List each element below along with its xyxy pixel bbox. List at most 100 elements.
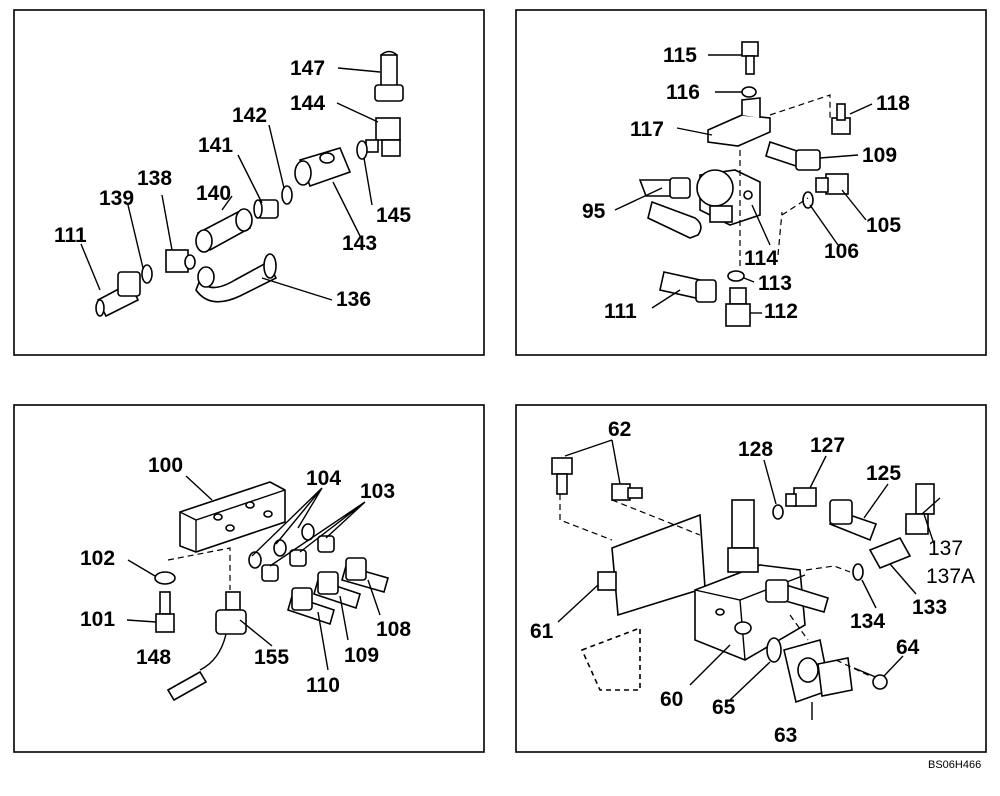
part-105-elbow <box>815 173 849 195</box>
panel-frame-bottom-left <box>13 404 485 753</box>
label-110: 110 <box>306 674 340 697</box>
part-115-bolt <box>741 41 759 75</box>
part-134-oring <box>852 563 864 581</box>
label-104: 104 <box>306 467 341 490</box>
label-109-b: 109 <box>344 644 379 667</box>
part-136-hose-elbow <box>195 253 278 303</box>
label-155: 155 <box>254 646 289 669</box>
label-147: 147 <box>290 57 325 80</box>
label-141: 141 <box>198 134 233 157</box>
part-109-hose-fitting-c <box>313 571 361 610</box>
label-137: 137 <box>928 537 963 560</box>
part-113-oring <box>727 270 745 282</box>
part-108-hose-fitting <box>341 557 389 593</box>
part-61-bracket <box>597 571 617 591</box>
panel-top-right <box>614 41 873 327</box>
label-125: 125 <box>866 462 901 485</box>
part-141-adapter <box>253 199 279 219</box>
label-112: 112 <box>764 300 798 323</box>
part-138-fitting <box>165 249 196 273</box>
part-137-fitting <box>905 483 935 535</box>
label-114: 114 <box>744 247 778 270</box>
label-142: 142 <box>232 104 267 127</box>
part-63-flange <box>783 638 853 704</box>
label-143: 143 <box>342 232 377 255</box>
label-63: 63 <box>774 724 797 747</box>
part-125-hose <box>828 499 878 542</box>
part-116-washer <box>741 86 757 98</box>
label-95: 95 <box>582 200 606 223</box>
part-109-hose-fitting <box>765 140 821 171</box>
label-138: 138 <box>137 167 172 190</box>
label-106: 106 <box>824 240 859 263</box>
label-145: 145 <box>376 204 411 227</box>
label-136: 136 <box>336 288 371 311</box>
part-147-pipe <box>374 50 404 102</box>
label-65: 65 <box>712 696 736 719</box>
part-111-hose-fitting-b <box>659 271 717 303</box>
label-111-b: 111 <box>604 300 637 323</box>
part-128-oring <box>772 504 784 520</box>
part-144-elbow <box>365 117 401 157</box>
label-144: 144 <box>290 92 325 115</box>
part-112-elbow <box>725 287 751 327</box>
panel-top-left <box>80 50 404 318</box>
label-103: 103 <box>360 480 395 503</box>
part-101-bolt <box>155 591 175 633</box>
label-140: 140 <box>196 182 231 205</box>
label-128: 128 <box>738 438 773 461</box>
label-139: 139 <box>99 187 134 210</box>
part-110-hose-fitting <box>287 587 335 626</box>
label-116: 116 <box>666 81 700 104</box>
part-102-washer <box>154 571 176 585</box>
panel-bottom-right <box>551 439 941 720</box>
panel-bottom-left <box>126 475 389 702</box>
label-113: 113 <box>758 272 792 295</box>
part-100-block <box>179 481 286 553</box>
part-127-elbow <box>785 487 817 507</box>
panel-frame-bottom-right <box>515 404 987 753</box>
part-103-adapters <box>261 535 335 582</box>
label-109-a: 109 <box>862 144 897 167</box>
part-106-oring <box>802 191 814 209</box>
label-102: 102 <box>80 547 115 570</box>
panel-frame-top-right <box>515 9 987 356</box>
part-145-oring <box>356 140 368 160</box>
label-115: 115 <box>663 44 697 67</box>
part-plate <box>611 513 706 617</box>
part-140-filter <box>195 208 253 253</box>
label-100: 100 <box>148 454 183 477</box>
label-127: 127 <box>810 434 845 457</box>
label-133: 133 <box>912 596 947 619</box>
part-64-bolt <box>853 667 888 690</box>
part-117-bracket <box>707 97 771 147</box>
diagram-code: BS06H466 <box>928 759 981 771</box>
label-62: 62 <box>608 418 631 441</box>
part-95-hoses <box>638 177 702 239</box>
label-148: 148 <box>136 646 171 669</box>
part-155-sensor <box>199 591 247 671</box>
part-62-bolts <box>551 457 643 501</box>
label-61: 61 <box>530 620 554 643</box>
label-105: 105 <box>866 214 901 237</box>
part-111-hose-fitting <box>95 271 141 318</box>
part-valve-hose <box>765 579 829 613</box>
part-114-valve-body <box>696 169 761 226</box>
panel-frame-top-left <box>13 9 485 356</box>
label-111-a: 111 <box>54 224 87 247</box>
label-60: 60 <box>660 688 683 711</box>
label-64: 64 <box>896 636 920 659</box>
part-61-bracket-outline <box>580 626 641 691</box>
part-139-oring <box>141 264 153 284</box>
part-118-bolt <box>831 103 851 135</box>
part-65-oring <box>766 637 782 663</box>
label-118: 118 <box>876 92 910 115</box>
part-142-oring <box>281 185 293 205</box>
label-108: 108 <box>376 618 411 641</box>
label-137a: 137A <box>926 565 975 588</box>
part-133-elbow <box>868 536 912 570</box>
label-117: 117 <box>630 118 664 141</box>
part-143-tee <box>294 147 352 188</box>
part-148-connector <box>166 670 208 702</box>
